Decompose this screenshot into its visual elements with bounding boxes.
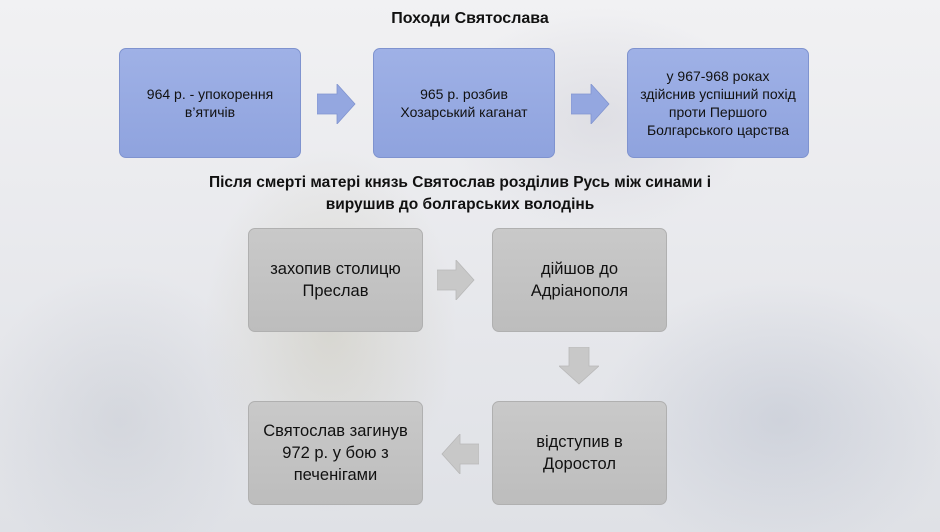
campaign-text-967-968: у 967-968 роках здійснив успішний похід … [640,68,796,138]
step-text-death: Святослав загинув 972 р. у бою з печеніг… [263,422,408,484]
diagram-title: Походи Святослава [391,10,549,27]
step-box-preslav: захопив столицю Преслав [248,228,423,332]
arrow-right-icon [571,84,610,124]
campaign-box-965: 965 р. розбив Хозарський каганат [373,48,555,158]
campaign-text-965: 965 р. розбив Хозарський каганат [400,86,528,120]
campaign-box-967-968: у 967-968 роках здійснив успішний похід … [627,48,809,158]
arrow-left-icon [441,434,479,474]
step-box-death: Святослав загинув 972 р. у бою з печеніг… [248,401,423,505]
arrow-right-icon [437,260,475,300]
step-text-dorostol: відступив в Доростол [536,433,623,473]
campaign-box-964: 964 р. - упокорення в’ятичів [119,48,301,158]
arrow-down-icon [559,347,599,385]
arrow-right-icon [317,84,356,124]
step-text-preslav: захопив столицю Преслав [270,260,401,300]
step-text-adrianople: дійшов до Адріанополя [530,260,629,300]
step-box-dorostol: відступив в Доростол [492,401,667,505]
campaign-text-964: 964 р. - упокорення в’ятичів [146,86,274,120]
step-box-adrianople: дійшов до Адріанополя [492,228,667,332]
diagram-subtitle: Після смерті матері князь Святослав розд… [208,174,712,213]
